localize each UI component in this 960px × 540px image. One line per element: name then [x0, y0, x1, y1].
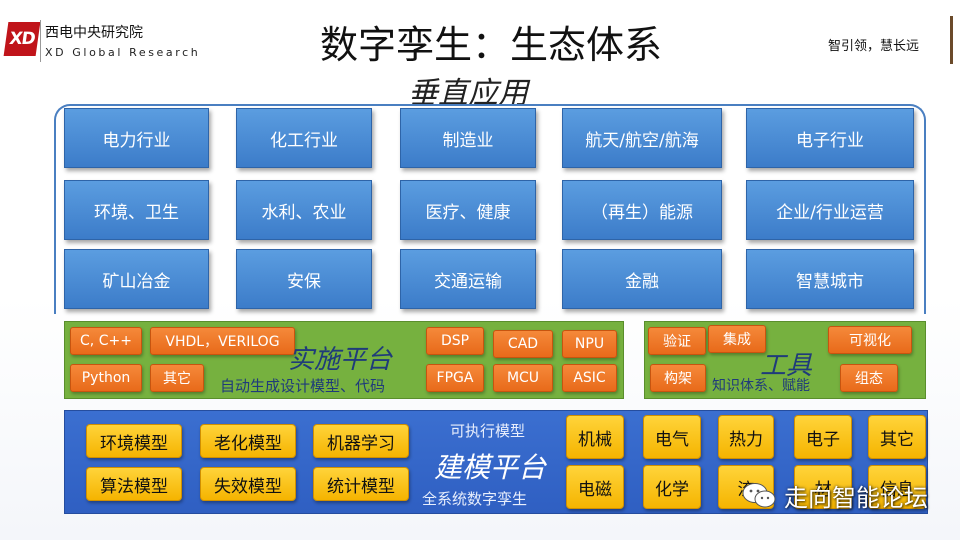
- modeling-platform-top-label: 可执行模型: [450, 422, 526, 440]
- org-logo: XD: [3, 22, 41, 56]
- implementation-platform-title: 实施平台: [288, 345, 393, 375]
- org-name-en: XD Global Research: [45, 46, 201, 59]
- edge-bar: [950, 16, 953, 64]
- model-chip-failure: 失效模型: [200, 467, 296, 501]
- app-tile-power: 电力行业: [64, 108, 209, 168]
- page-title: 数字孪生：生态体系: [320, 23, 663, 67]
- app-tile-chemical: 化工行业: [236, 108, 372, 168]
- vertical-applications-bracket: [54, 104, 926, 314]
- app-tile-finance: 金融: [562, 249, 722, 309]
- hw-chip-fpga: FPGA: [426, 364, 484, 392]
- hw-chip-asic: ASIC: [562, 364, 617, 392]
- discipline-chip-other: 其它: [868, 415, 926, 459]
- tool-chip-verify: 验证: [648, 327, 706, 355]
- model-chip-machine-learning: 机器学习: [313, 424, 409, 458]
- app-tile-aerospace: 航天/航空/航海: [562, 108, 722, 168]
- app-tile-medical: 医疗、健康: [400, 180, 536, 240]
- app-tile-electronics: 电子行业: [746, 108, 914, 168]
- app-tile-smart-city: 智慧城市: [746, 249, 914, 309]
- tool-chip-integrate: 集成: [708, 325, 766, 353]
- tool-chip-architecture: 构架: [650, 364, 706, 392]
- discipline-chip-information: 信息: [868, 465, 926, 509]
- hw-chip-mcu: MCU: [493, 364, 553, 392]
- app-tile-security: 安保: [236, 249, 372, 309]
- org-name-cn: 西电中央研究院: [45, 25, 143, 41]
- modeling-platform-bottom-label: 全系统数字孪生: [422, 490, 528, 508]
- lang-chip-python: Python: [70, 364, 142, 392]
- discipline-chip-thermal: 热力: [718, 415, 774, 459]
- hw-chip-cad: CAD: [493, 330, 553, 358]
- discipline-chip-mechanical: 机械: [566, 415, 624, 459]
- app-tile-enterprise-ops: 企业/行业运营: [746, 180, 914, 240]
- tool-chip-visualize: 可视化: [828, 326, 912, 354]
- app-tile-environment: 环境、卫生: [64, 180, 209, 240]
- tools-subtitle: 知识体系、赋能: [712, 378, 810, 394]
- discipline-chip-electronic: 电子: [794, 415, 852, 459]
- app-tile-renewable-energy: （再生）能源: [562, 180, 722, 240]
- logo-divider: [40, 20, 41, 62]
- app-tile-manufacturing: 制造业: [400, 108, 536, 168]
- model-chip-aging: 老化模型: [200, 424, 296, 458]
- model-chip-statistics: 统计模型: [313, 467, 409, 501]
- app-tile-transport: 交通运输: [400, 249, 536, 309]
- app-tile-mining: 矿山冶金: [64, 249, 209, 309]
- lang-chip-c-cpp: C, C++: [70, 327, 142, 355]
- wechat-icon: [742, 483, 776, 508]
- model-chip-algorithm: 算法模型: [86, 467, 182, 501]
- discipline-chip-chemistry: 化学: [643, 465, 701, 509]
- hw-chip-dsp: DSP: [426, 327, 484, 355]
- tools-title: 工具: [760, 351, 813, 381]
- watermark-text: 走向智能论坛: [784, 484, 928, 512]
- lang-chip-vhdl-verilog: VHDL，VERILOG: [150, 327, 295, 355]
- model-chip-environment: 环境模型: [86, 424, 182, 458]
- slogan: 智引领，慧长远: [828, 39, 920, 54]
- discipline-chip-electrical: 电气: [643, 415, 701, 459]
- discipline-chip-electromagnetic: 电磁: [566, 465, 624, 509]
- discipline-chip-material: 材: [794, 465, 852, 509]
- app-tile-water-agriculture: 水利、农业: [236, 180, 372, 240]
- hw-chip-npu: NPU: [562, 330, 617, 358]
- implementation-platform-subtitle: 自动生成设计模型、代码: [220, 377, 386, 395]
- modeling-platform-title: 建模平台: [434, 451, 547, 484]
- lang-chip-other: 其它: [150, 364, 204, 392]
- tool-chip-configuration: 组态: [840, 364, 898, 392]
